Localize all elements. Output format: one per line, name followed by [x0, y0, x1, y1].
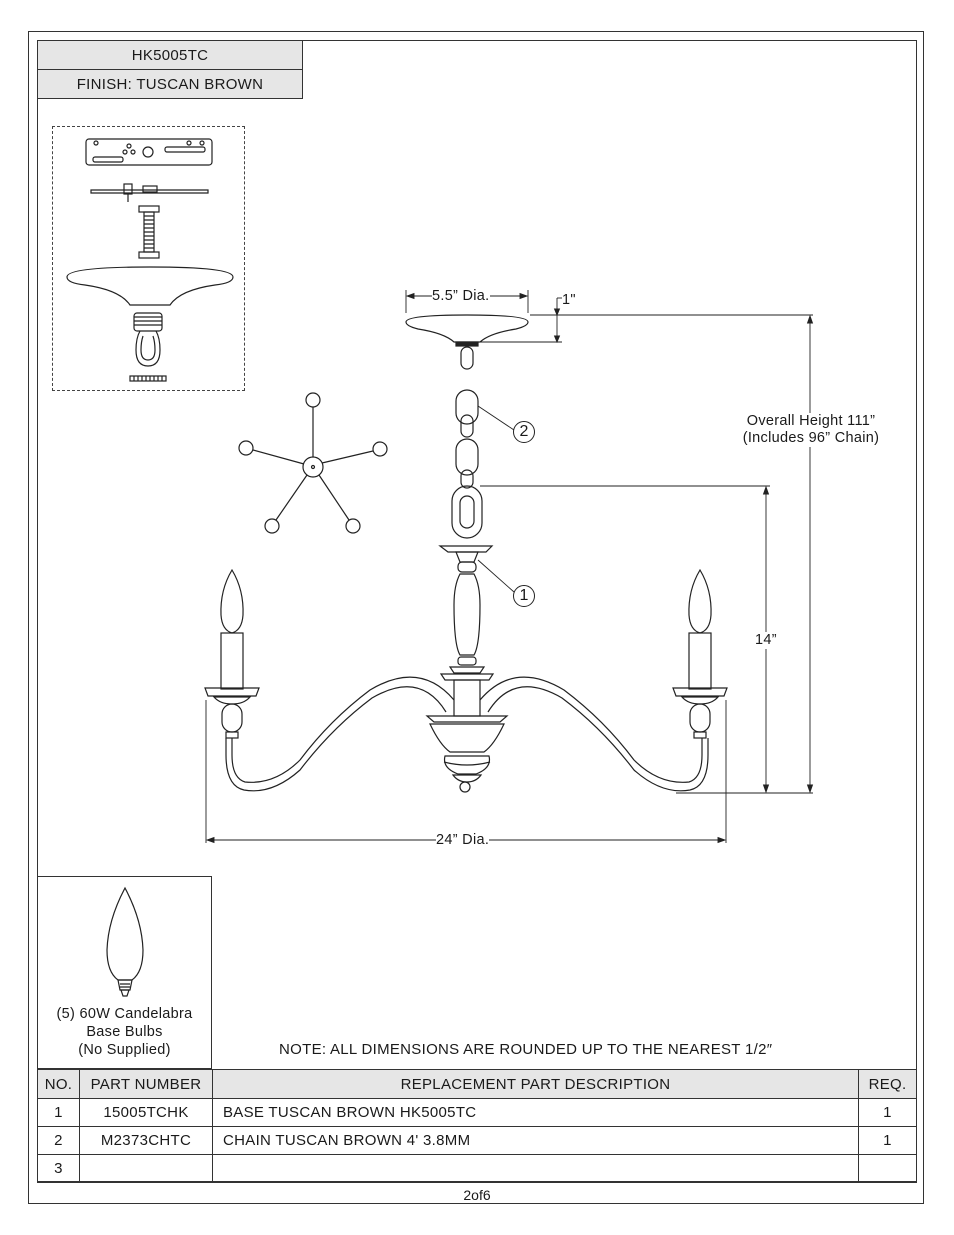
- header-no: NO.: [37, 1069, 80, 1099]
- overall-height-line1: Overall Height 111”: [746, 413, 876, 429]
- callout-2: 2: [513, 421, 535, 443]
- canopy-diameter-label: 5.5” Dia.: [432, 288, 490, 305]
- bulb-line3: (No Supplied): [78, 1042, 171, 1058]
- canopy-height-label: 1": [562, 292, 576, 309]
- row-description: [212, 1154, 859, 1183]
- header-req: REQ.: [858, 1069, 917, 1099]
- row-req: 1: [858, 1098, 917, 1127]
- candelabra-bulb-icon: [106, 886, 144, 997]
- callout-1: 1: [513, 585, 535, 607]
- row-description: BASE TUSCAN BROWN HK5005TC: [212, 1098, 859, 1127]
- bulb-line1: (5) 60W Candelabra: [56, 1006, 193, 1022]
- row-req: [858, 1154, 917, 1183]
- finish-label: FINISH: TUSCAN BROWN: [37, 69, 303, 99]
- mounting-hardware-icon: [66, 138, 234, 382]
- page-outer-border: [28, 31, 924, 1204]
- row-no: 2: [37, 1126, 80, 1155]
- parts-table: NO. PART NUMBER REPLACEMENT PART DESCRIP…: [37, 1069, 917, 1183]
- row-part-number: 15005TCHK: [79, 1098, 213, 1127]
- overall-height-label: Overall Height 111” (Includes 96” Chain): [732, 413, 890, 447]
- bulb-line2: Base Bulbs: [86, 1024, 163, 1040]
- row-no: 3: [37, 1154, 80, 1183]
- row-part-number: [79, 1154, 213, 1183]
- fixture-diameter-label: 24” Dia.: [436, 832, 490, 849]
- body-height-label: 14”: [755, 632, 777, 649]
- overall-height-line2: (Includes 96” Chain): [742, 430, 880, 446]
- page-number: 2of6: [463, 1187, 491, 1203]
- table-row: 3: [37, 1154, 917, 1183]
- parts-table-header: NO. PART NUMBER REPLACEMENT PART DESCRIP…: [37, 1069, 917, 1099]
- header-part-number: PART NUMBER: [79, 1069, 213, 1099]
- top-view-icon: [238, 392, 388, 534]
- dimension-note: NOTE: ALL DIMENSIONS ARE ROUNDED UP TO T…: [279, 1041, 773, 1058]
- header-description: REPLACEMENT PART DESCRIPTION: [212, 1069, 859, 1099]
- table-row: 1 15005TCHK BASE TUSCAN BROWN HK5005TC 1: [37, 1098, 917, 1127]
- bulb-info-box: (5) 60W Candelabra Base Bulbs (No Suppli…: [37, 876, 212, 1069]
- table-row: 2 M2373CHTC CHAIN TUSCAN BROWN 4' 3.8MM …: [37, 1126, 917, 1155]
- row-description: CHAIN TUSCAN BROWN 4' 3.8MM: [212, 1126, 859, 1155]
- row-req: 1: [858, 1126, 917, 1155]
- row-no: 1: [37, 1098, 80, 1127]
- model-number: HK5005TC: [37, 40, 303, 70]
- mounting-hardware-inset: [52, 126, 245, 391]
- bulb-description: (5) 60W Candelabra Base Bulbs (No Suppli…: [38, 1005, 211, 1059]
- row-part-number: M2373CHTC: [79, 1126, 213, 1155]
